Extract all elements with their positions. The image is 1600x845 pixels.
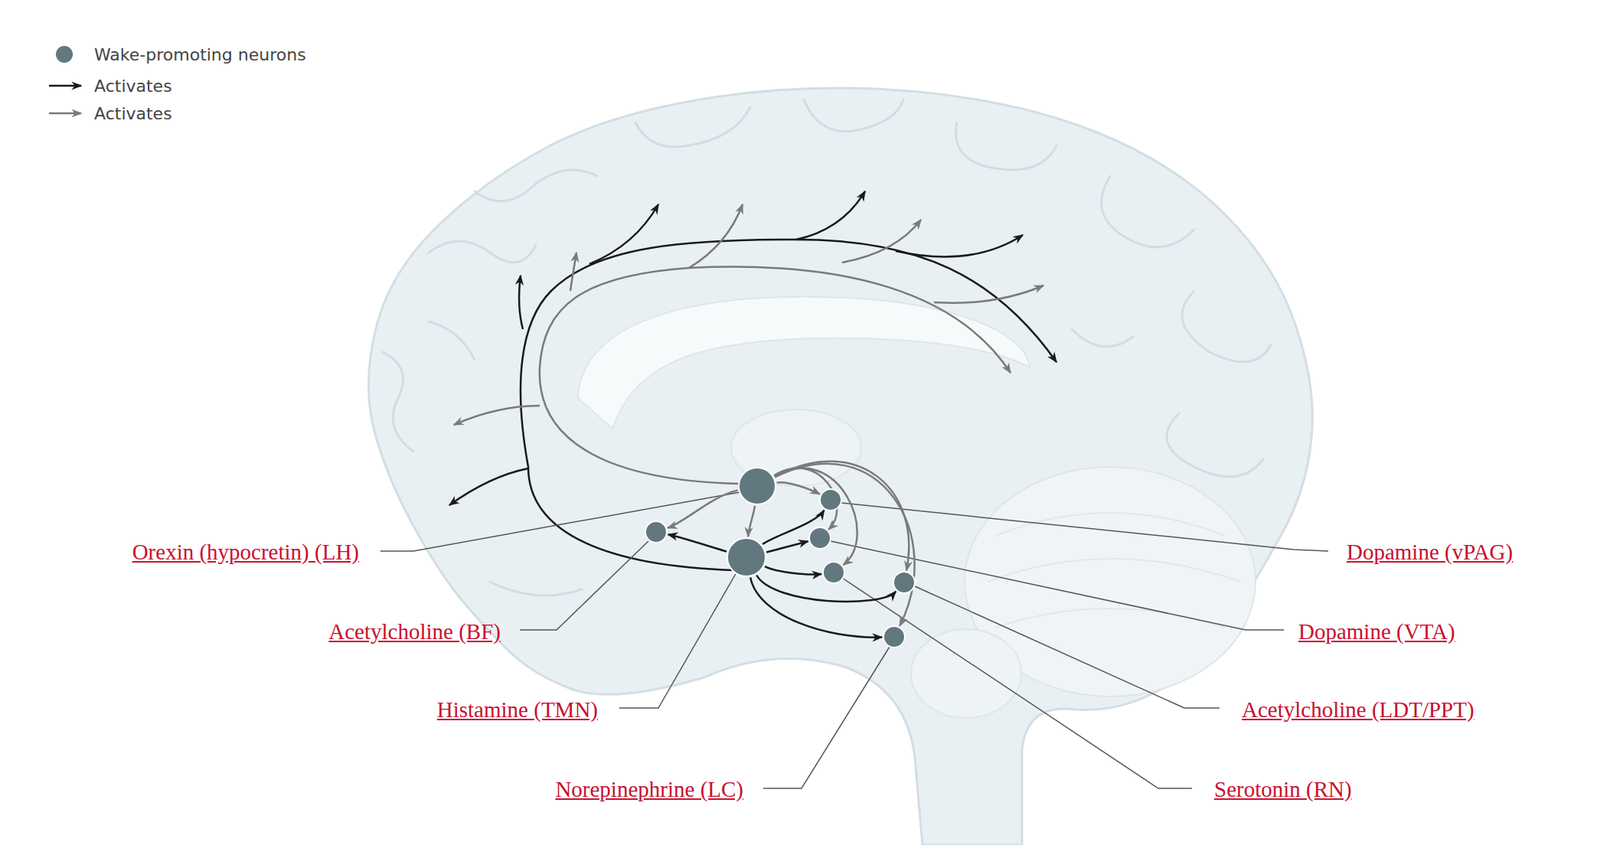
cortical-projections-gray [453,204,1044,484]
pons [911,629,1022,719]
neuron-label: Dopamine (VTA) [1298,620,1456,645]
neuron-label: Dopamine (vPAG) [1346,540,1513,565]
neuron-label: Serotonin (RN) [1214,777,1352,803]
leader-lines [380,492,1329,789]
neuron-group: Serotonin (RN) [822,561,846,585]
activation-arrow [774,468,858,565]
neuron-label: Norepinephrine (LC) [555,777,744,803]
cortical-projections-black [449,191,1057,571]
neuron-group: Acetylcholine (BF) [644,520,668,544]
neuron-label: Orexin (hypocretin) (LH) [132,540,360,565]
activation-arrow [668,534,727,552]
activation-arrow [777,482,820,494]
legend-text: Activates [94,104,173,124]
legend-samples [48,85,82,114]
activation-arrow [667,490,738,529]
activation-arrow [774,461,909,572]
neuron-label: Histamine (TMN) [437,698,598,723]
activation-arrow [766,541,808,552]
neuron-group: Acetylcholine (LDT/PPT) [892,571,916,595]
brain-outline [368,88,1313,845]
neuron-label: Acetylcholine (BF) [328,620,501,645]
legend-text: Activates [94,76,173,96]
corpus-callosum [577,297,1030,429]
activation-arrow [764,566,822,575]
legend-text: Wake-promoting neurons [94,45,307,65]
activation-arrow [747,506,755,537]
cerebellum-folia [987,512,1241,628]
neuron-group: Orexin (hypocretin) (LH) [737,466,777,506]
neuron-group: Histamine (TMN) [726,537,767,578]
activation-arrow [750,577,882,638]
neuron-label: Acetylcholine (LDT/PPT) [1241,698,1475,723]
legend-swatch [55,45,73,63]
neuron-group: Dopamine (VTA) [808,526,832,550]
neuron-group: Norepinephrine (LC) [882,625,906,649]
neuron-group: Dopamine (vPAG) [819,488,843,512]
